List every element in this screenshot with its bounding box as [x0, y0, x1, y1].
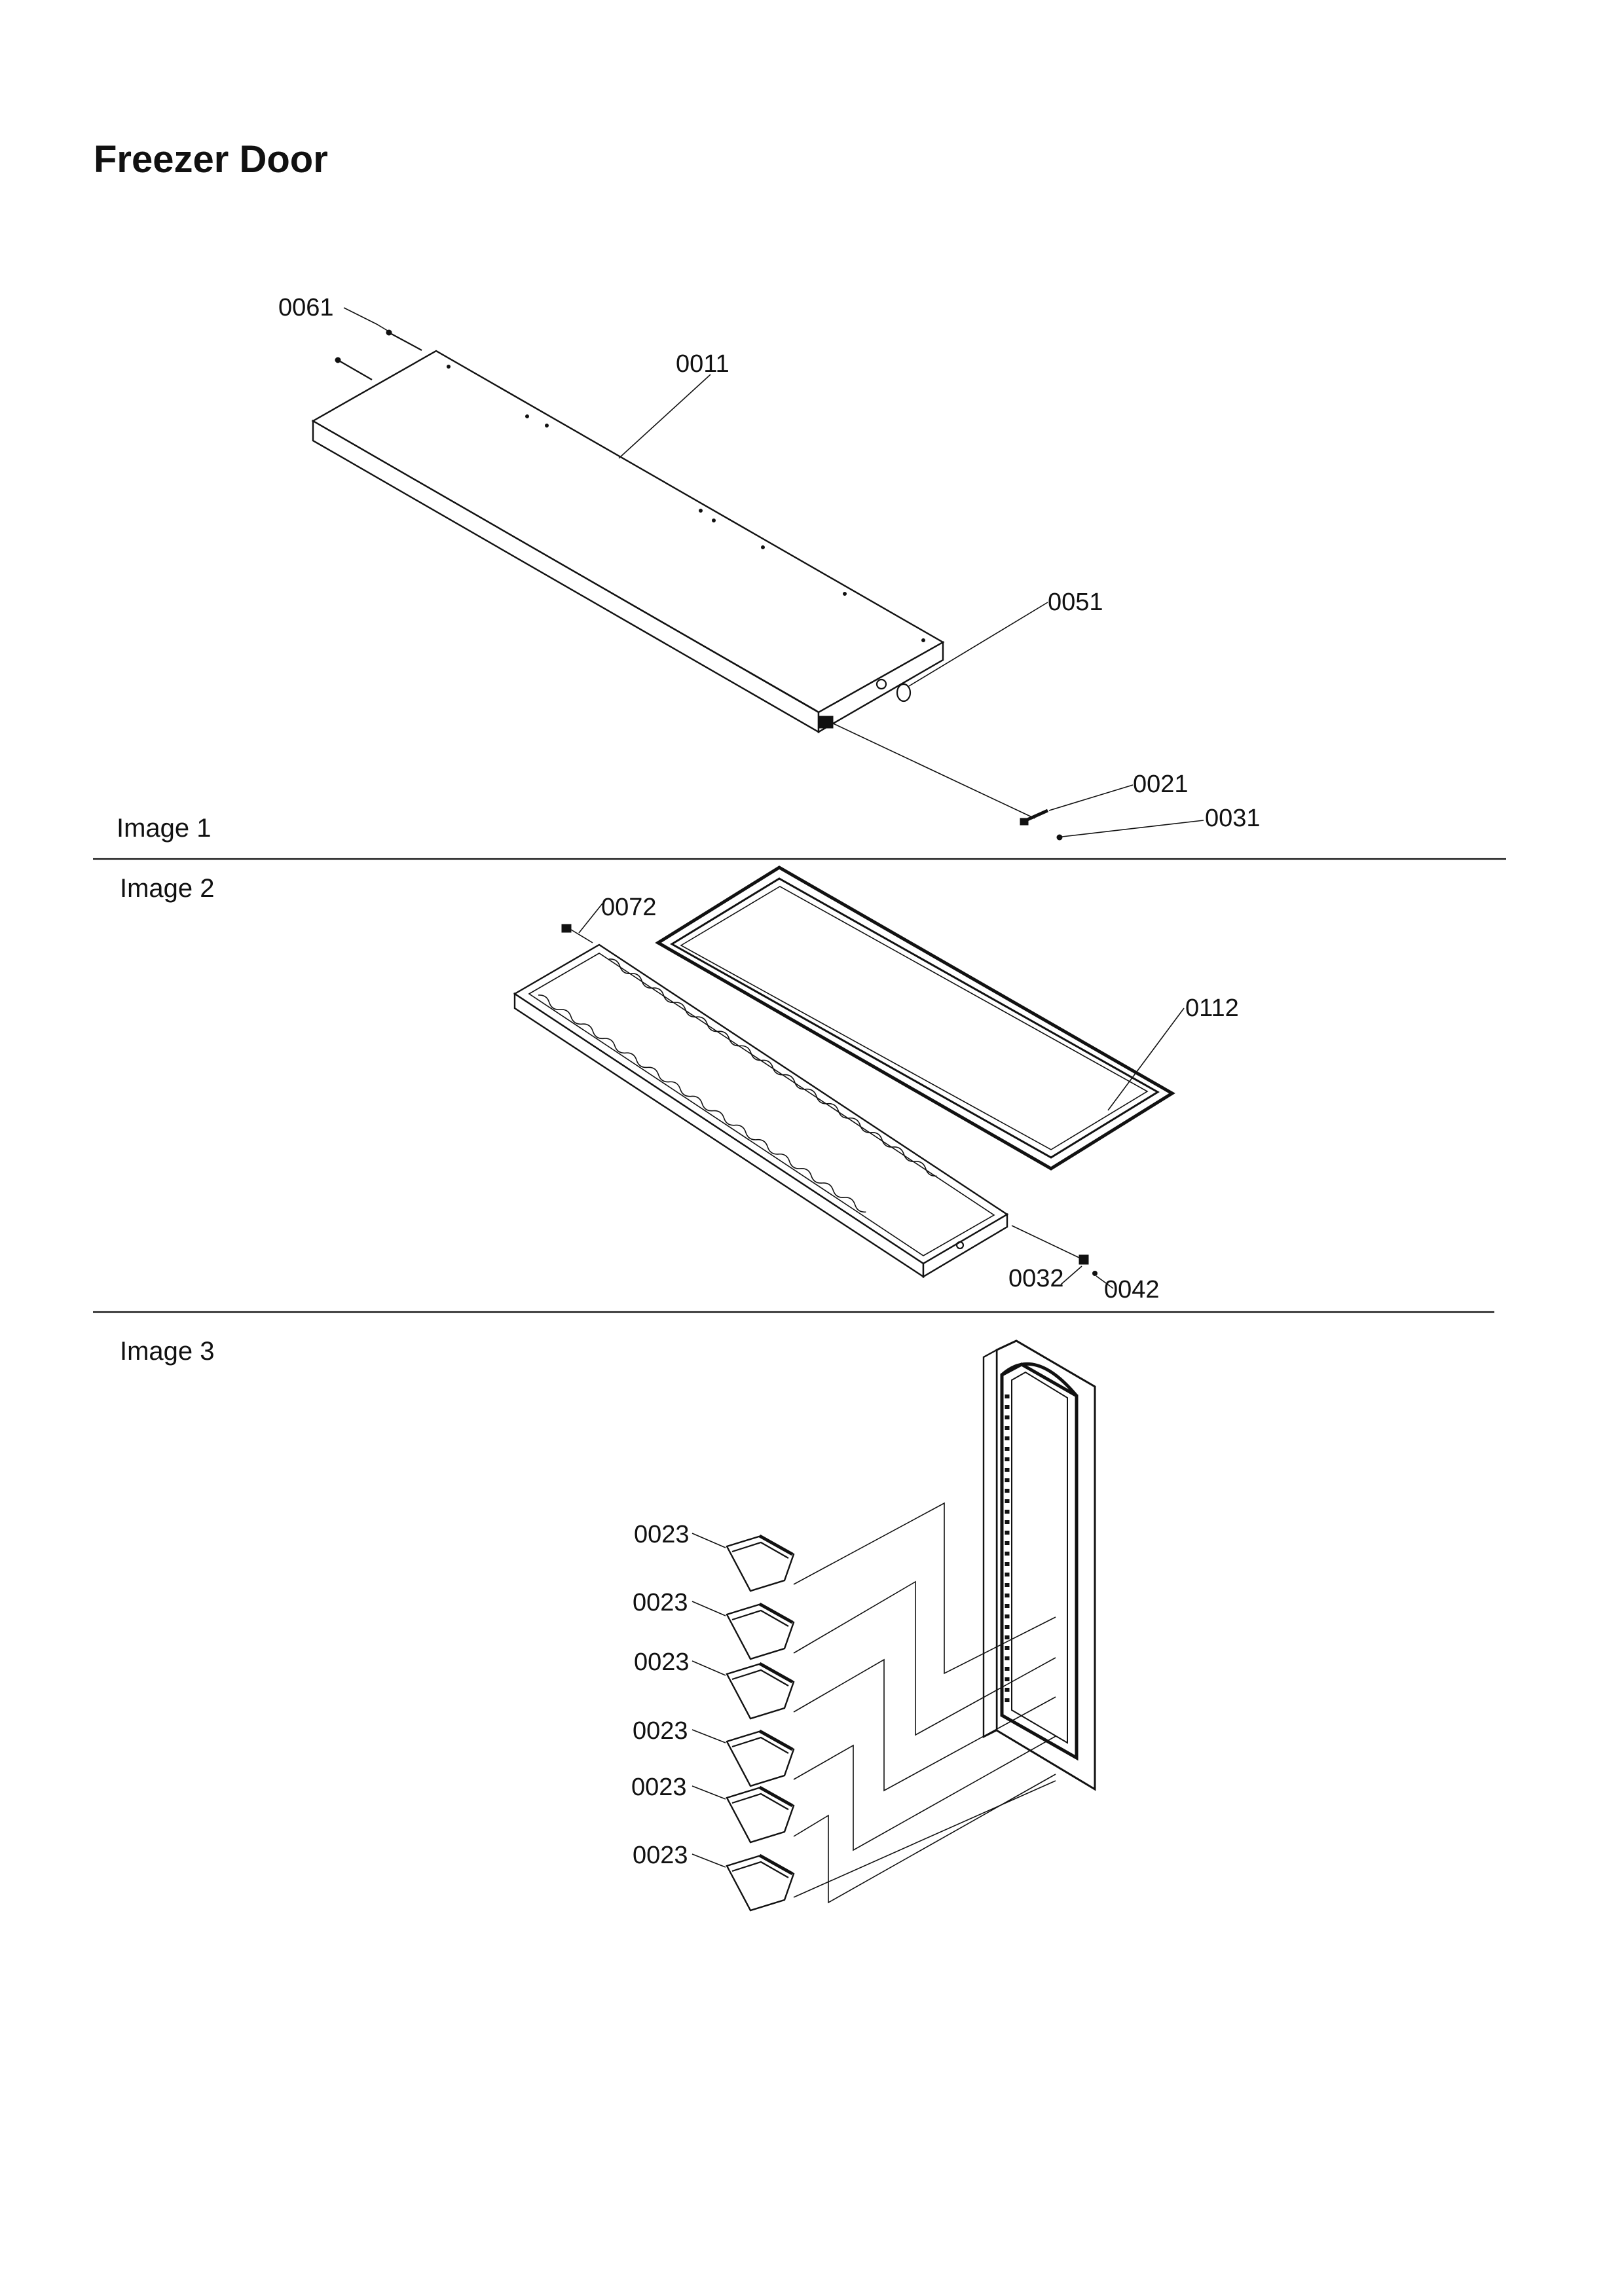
bushing-0032 [1079, 1254, 1089, 1265]
section-label-image-1: Image 1 [117, 814, 212, 843]
plug-part-0051 [896, 683, 912, 702]
callout-0023-bin-2: 0023 [633, 1589, 688, 1616]
callout-0011: 0011 [676, 350, 729, 378]
callout-0023-bin-1: 0023 [634, 1521, 690, 1548]
callout-0032: 0032 [1008, 1265, 1064, 1292]
screw-0042 [1092, 1271, 1098, 1276]
hinge-bracket [818, 716, 834, 729]
door-bin-3 [726, 1662, 795, 1720]
callout-0112: 0112 [1185, 994, 1239, 1022]
section-label-image-3: Image 3 [120, 1337, 215, 1366]
washer-0031 [1056, 834, 1063, 841]
callout-0023-bin-4: 0023 [633, 1717, 688, 1745]
callout-0021: 0021 [1133, 771, 1189, 798]
door-bin-6 [726, 1853, 795, 1912]
callout-0042: 0042 [1104, 1276, 1160, 1303]
door-bin-4 [726, 1729, 795, 1787]
door-bin-2 [726, 1602, 795, 1660]
callout-0051: 0051 [1048, 589, 1103, 616]
door-bin-5 [726, 1785, 795, 1844]
callout-0061: 0061 [278, 294, 334, 321]
screw-0072 [561, 924, 572, 933]
screw-0061-a [337, 359, 373, 380]
door-panel-top-face [311, 350, 945, 714]
image-3-door-with-bins: 0023 0023 0023 0023 0023 0023 [631, 1339, 1096, 1912]
callout-0023-bin-3: 0023 [634, 1649, 690, 1676]
screw-0061-b [388, 332, 422, 351]
door-bin-1 [726, 1534, 795, 1592]
callout-0023-bin-6: 0023 [633, 1842, 688, 1869]
callout-0023-bin-5: 0023 [631, 1774, 687, 1801]
image-1-door-panel: 0061 0011 0051 0021 0031 [278, 294, 1261, 841]
callout-0031: 0031 [1205, 805, 1261, 832]
page-title: Freezer Door [94, 138, 328, 181]
section-label-image-2: Image 2 [120, 874, 215, 903]
callout-0072: 0072 [601, 894, 657, 921]
image-2-liner-and-gasket: 0072 0112 0032 0042 [513, 866, 1239, 1303]
